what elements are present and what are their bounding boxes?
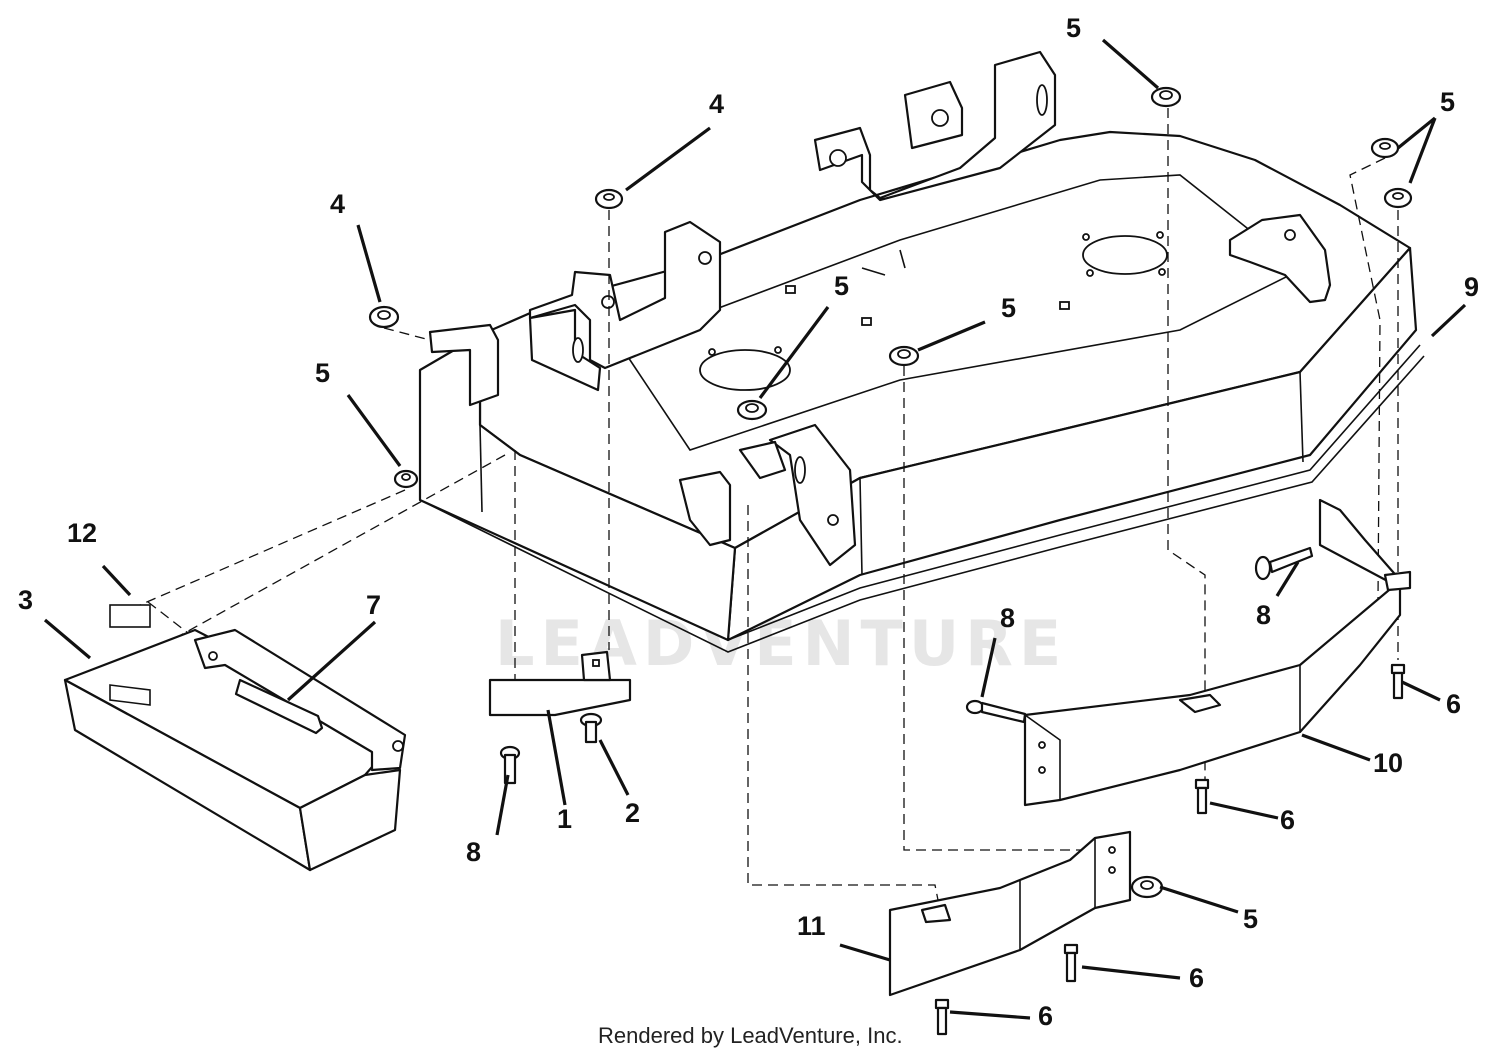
flange-nut-5-left [393, 469, 419, 489]
callout-6-bottom: 6 [1038, 1001, 1053, 1031]
rear-hitch-bracket [813, 50, 1057, 202]
callout-5-spindle: 5 [834, 271, 849, 301]
bolt-8-center [965, 699, 1027, 724]
washer-4-left [368, 305, 400, 329]
washer-4-top [594, 188, 624, 210]
deflector-rod [234, 678, 324, 735]
front-brackets [428, 323, 857, 567]
callout-4-top: 4 [709, 89, 724, 119]
callout-7: 7 [366, 590, 381, 620]
callout-5-left: 5 [315, 358, 330, 388]
callout-6-mid: 6 [1280, 805, 1295, 835]
callout-8-center: 8 [1000, 603, 1015, 633]
callout-1: 1 [557, 804, 572, 834]
right-rear-bracket [1228, 213, 1332, 304]
callout-10: 10 [1373, 748, 1403, 778]
flange-nut-5-right-b [1383, 187, 1413, 209]
callout-11: 11 [797, 911, 826, 941]
baffle-11 [888, 830, 1132, 997]
bolt-6-mid [1194, 778, 1210, 815]
callout-5-right: 5 [1440, 87, 1455, 117]
bolt-8-right [1254, 546, 1314, 581]
bolt-8-left [499, 745, 521, 785]
front-left-bracket [528, 220, 722, 392]
carriage-bolt-2 [579, 712, 603, 744]
flange-nut-5-top [1150, 86, 1182, 108]
callout-5-center: 5 [1001, 293, 1016, 323]
callout-5-top: 5 [1066, 13, 1081, 43]
callout-8-right: 8 [1256, 600, 1271, 630]
callout-2: 2 [625, 798, 640, 828]
leader-lines [43, 38, 1467, 1020]
callout-labels: 5 5 4 4 5 5 5 9 12 3 7 8 8 6 10 6 2 1 8 … [18, 13, 1479, 1031]
bolt-6-bottom [934, 998, 950, 1036]
callout-9: 9 [1464, 272, 1479, 302]
bolt-6-lower [1063, 943, 1079, 983]
callout-6-right: 6 [1446, 689, 1461, 719]
callout-8-left: 8 [466, 837, 481, 867]
deflector-bracket [488, 650, 632, 717]
footer-credit: Rendered by LeadVenture, Inc. [598, 1023, 903, 1048]
callout-6-lower: 6 [1189, 963, 1204, 993]
flange-nut-5-lower [1130, 875, 1164, 899]
flange-nut-5-spindle [736, 399, 768, 421]
mower-deck-housing [418, 130, 1425, 653]
flange-nut-5-right-a [1370, 137, 1400, 159]
assembly-lines [139, 108, 1399, 901]
callout-5-lower: 5 [1243, 904, 1258, 934]
discharge-deflector [63, 604, 407, 872]
watermark-text: LEADVENTURE [495, 607, 1067, 680]
bolt-6-right [1390, 663, 1406, 700]
flange-nut-5-center [888, 345, 920, 367]
callout-12: 12 [67, 518, 97, 548]
callout-3: 3 [18, 585, 33, 615]
callout-4-left: 4 [330, 189, 345, 219]
baffle-10 [1023, 498, 1412, 807]
